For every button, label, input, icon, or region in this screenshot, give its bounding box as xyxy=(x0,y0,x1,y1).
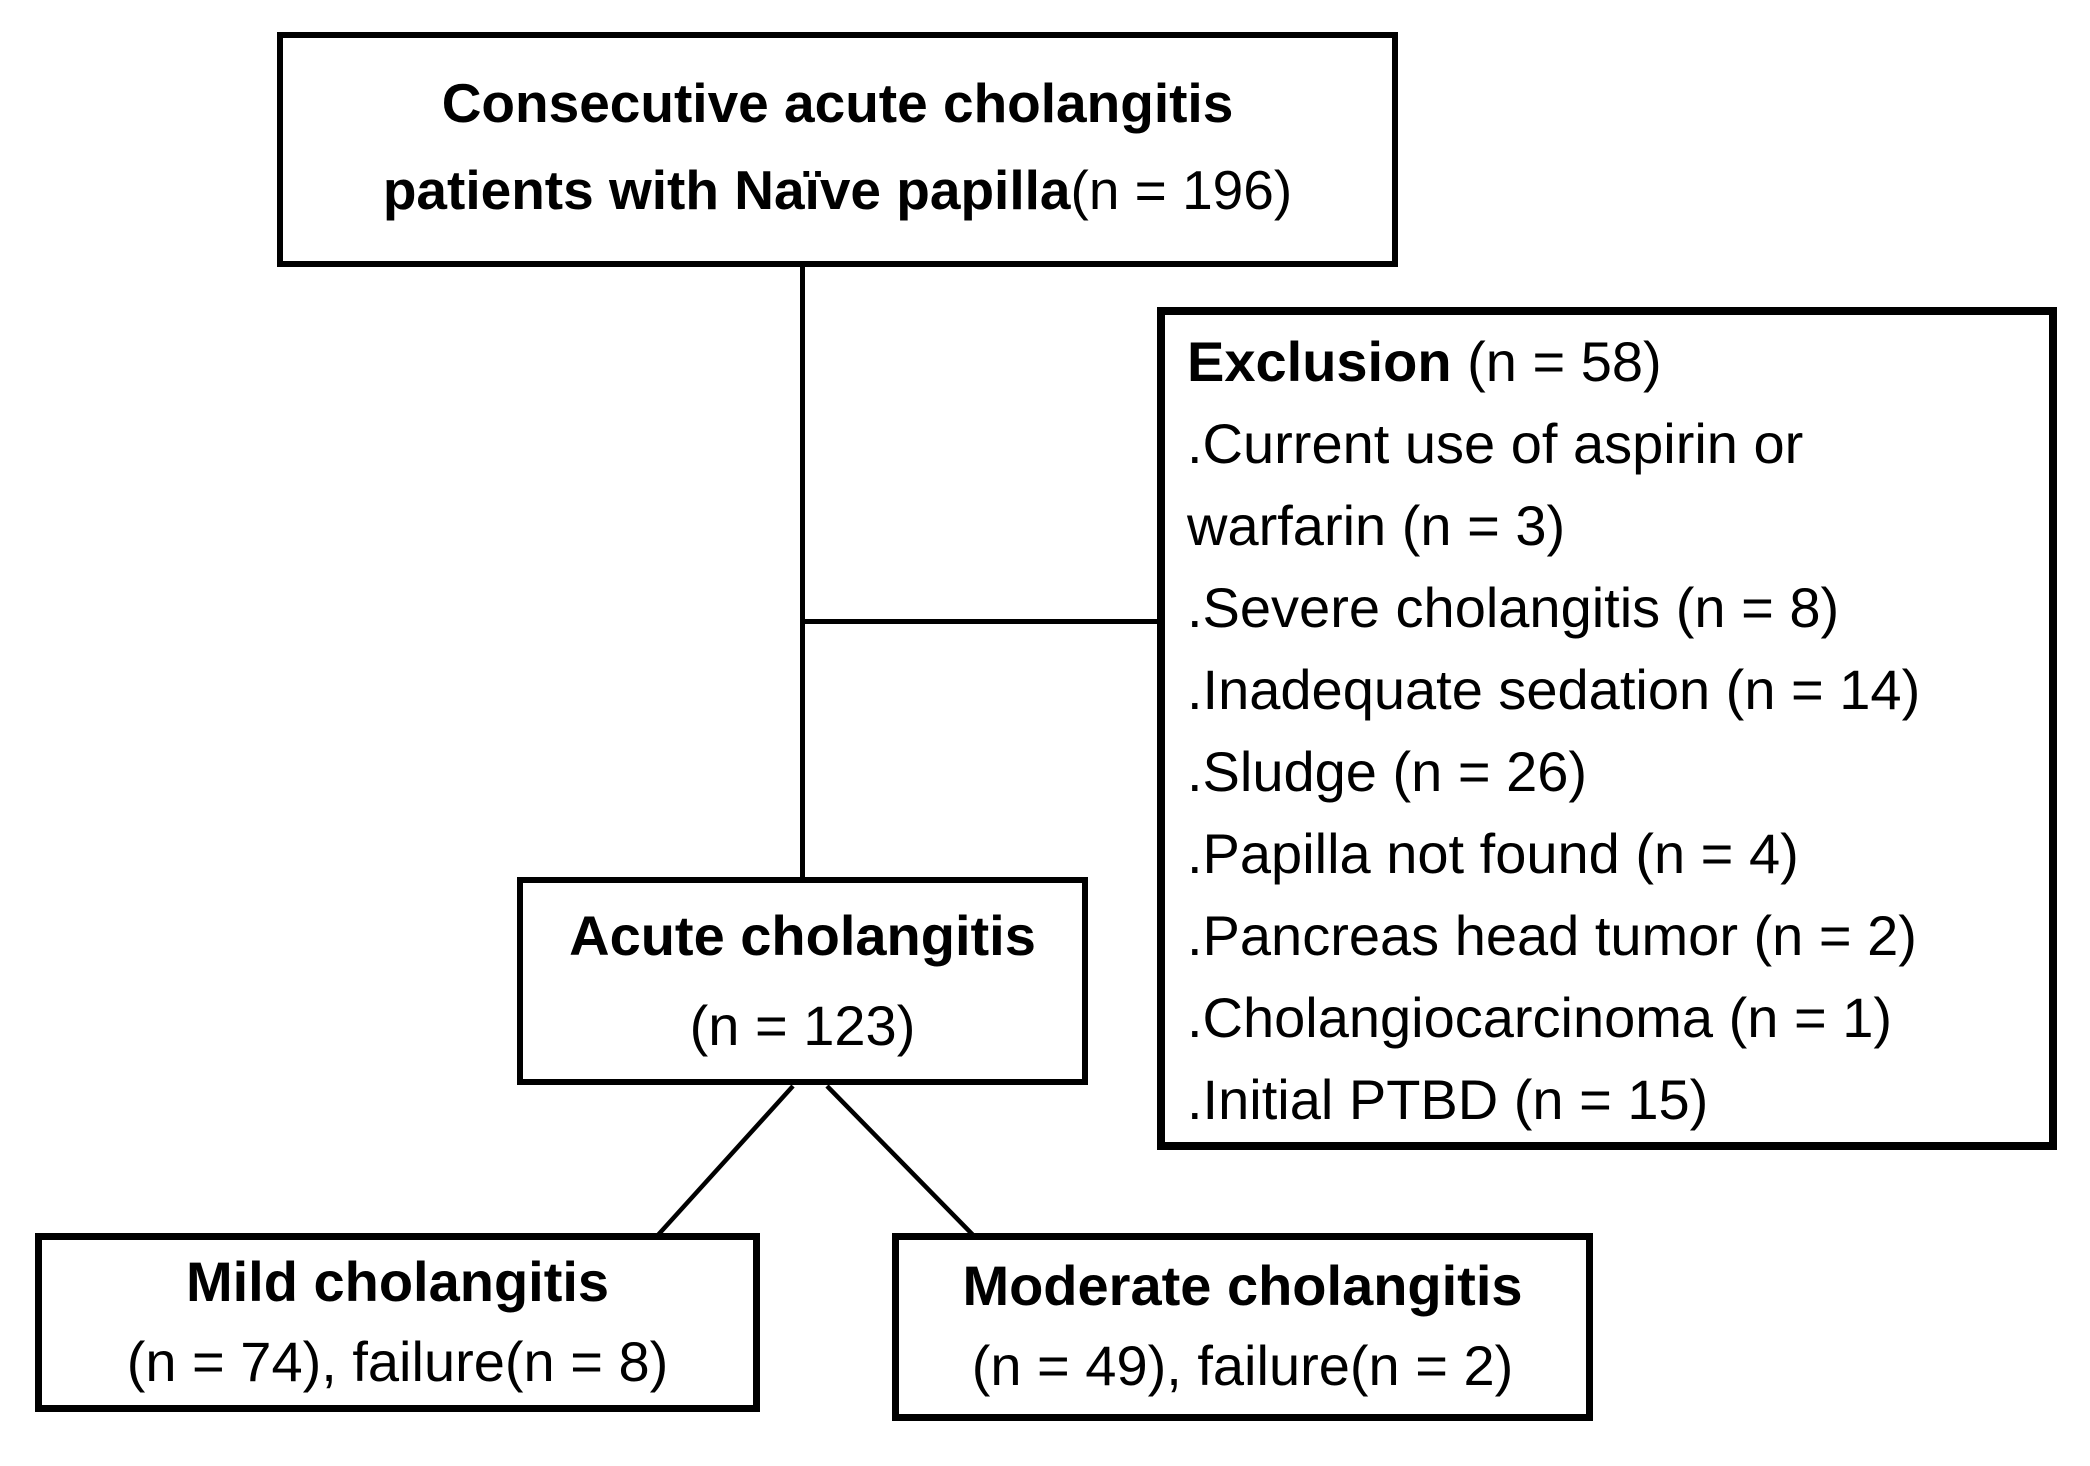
enrollment-line2: patients with Naïve papilla(n = 196) xyxy=(283,147,1392,234)
exclusion-title-bold: Exclusion xyxy=(1187,330,1452,393)
enrollment-line2-bold: patients with Naïve papilla xyxy=(382,159,1071,221)
exclusion-item: .Inadequate sedation (n = 14) xyxy=(1187,658,1921,721)
connector-vertical-line xyxy=(800,264,805,880)
enrollment-line2-count: (n = 196) xyxy=(1070,159,1293,221)
moderate-cholangitis-box: Moderate cholangitis (n = 49), failure(n… xyxy=(892,1233,1593,1421)
exclusion-item: .Severe cholangitis (n = 8) xyxy=(1187,576,1840,639)
exclusion-title-count: (n = 58) xyxy=(1451,330,1662,393)
acute-cholangitis-label: Acute cholangitis xyxy=(569,904,1036,967)
mild-cholangitis-label: Mild cholangitis xyxy=(185,1250,610,1313)
exclusion-item: .Pancreas head tumor (n = 2) xyxy=(1187,904,1917,967)
exclusion-item: .Sludge (n = 26) xyxy=(1187,740,1588,803)
moderate-cholangitis-count: (n = 49), failure(n = 2) xyxy=(971,1334,1514,1397)
exclusion-box: Exclusion (n = 58) .Current use of aspir… xyxy=(1157,307,2057,1150)
exclusion-item: .Current use of aspirin or xyxy=(1187,412,1804,475)
enrollment-line1: Consecutive acute cholangitis xyxy=(441,72,1234,134)
connector-diagonal-right xyxy=(825,1084,975,1237)
exclusion-item: .Papilla not found (n = 4) xyxy=(1187,822,1799,885)
connector-exclusion-line xyxy=(803,619,1157,624)
exclusion-item: warfarin (n = 3) xyxy=(1187,494,1566,557)
exclusion-item: .Initial PTBD (n = 15) xyxy=(1187,1068,1709,1131)
mild-cholangitis-box: Mild cholangitis (n = 74), failure(n = 8… xyxy=(35,1233,760,1412)
moderate-cholangitis-label: Moderate cholangitis xyxy=(962,1254,1523,1317)
connector-diagonal-left xyxy=(656,1084,795,1237)
enrollment-box: Consecutive acute cholangitis patients w… xyxy=(277,32,1398,267)
acute-cholangitis-box: Acute cholangitis (n = 123) xyxy=(517,877,1088,1085)
exclusion-item: .Cholangiocarcinoma (n = 1) xyxy=(1187,986,1893,1049)
acute-cholangitis-count: (n = 123) xyxy=(689,994,916,1057)
exclusion-title: Exclusion (n = 58) xyxy=(1187,321,2035,403)
mild-cholangitis-count: (n = 74), failure(n = 8) xyxy=(126,1330,669,1393)
